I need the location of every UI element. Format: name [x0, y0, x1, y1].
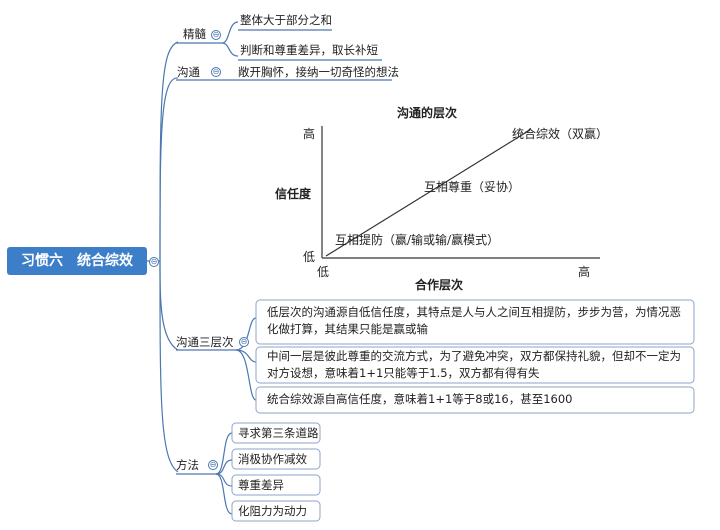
branch-sanceng[interactable]: 沟通三层次 — [176, 335, 234, 349]
collapse-toggle-icon[interactable]: ⊖ — [208, 460, 218, 470]
level-box-low[interactable]: 低层次的沟通源自低信任度，其特点是人与人之间互相提防，步步为营，为情况恶化做打算… — [267, 305, 681, 336]
x-tick-high: 高 — [578, 265, 591, 279]
x-axis-label: 合作层次 — [415, 278, 464, 292]
y-axis-label: 信任度 — [275, 187, 312, 201]
leaf-item[interactable]: 敞开胸怀，接纳一切奇怪的想法 — [238, 65, 399, 79]
annotation-low: 互相提防（赢/输或输/赢模式） — [335, 233, 500, 247]
level-box-high[interactable]: 统合综效源自高信任度，意味着1+1等于8或16，甚至1600 — [267, 392, 573, 406]
branch-jingsui[interactable]: 精髓 — [183, 27, 206, 41]
x-tick-low: 低 — [317, 265, 330, 279]
collapse-toggle-icon[interactable]: ⊖ — [211, 30, 221, 40]
branch-goutong[interactable]: 沟通 — [177, 65, 200, 79]
annotation-mid: 互相尊重（妥协） — [424, 180, 521, 194]
y-tick-low: 低 — [303, 250, 316, 264]
level-box-mid[interactable]: 中间一层是彼此尊重的交流方式，为了避免冲突，双方都保持礼貌，但却不一定为对方设想… — [267, 349, 681, 380]
method-item[interactable]: 寻求第三条道路 — [238, 426, 319, 440]
collapse-toggle-icon[interactable]: ⊖ — [211, 67, 221, 77]
leaf-item[interactable]: 判断和尊重差异，取长补短 — [240, 43, 378, 57]
y-tick-high: 高 — [303, 127, 316, 141]
chart-title: 沟通的层次 — [397, 106, 458, 120]
annotation-high: 统合综效（双赢） — [512, 127, 609, 141]
method-item[interactable]: 消极协作减效 — [238, 452, 307, 466]
collapse-toggle-icon[interactable]: ⊖ — [149, 257, 159, 267]
method-item[interactable]: 化阻力为动力 — [238, 504, 307, 518]
chart-series-line — [325, 129, 531, 257]
branch-fangfa[interactable]: 方法 — [176, 458, 199, 472]
leaf-item[interactable]: 整体大于部分之和 — [240, 13, 332, 27]
root-node[interactable]: 习惯六 统合综效 — [7, 247, 147, 275]
method-item[interactable]: 尊重差异 — [238, 478, 284, 492]
collapse-toggle-icon[interactable]: ⊖ — [239, 337, 249, 347]
